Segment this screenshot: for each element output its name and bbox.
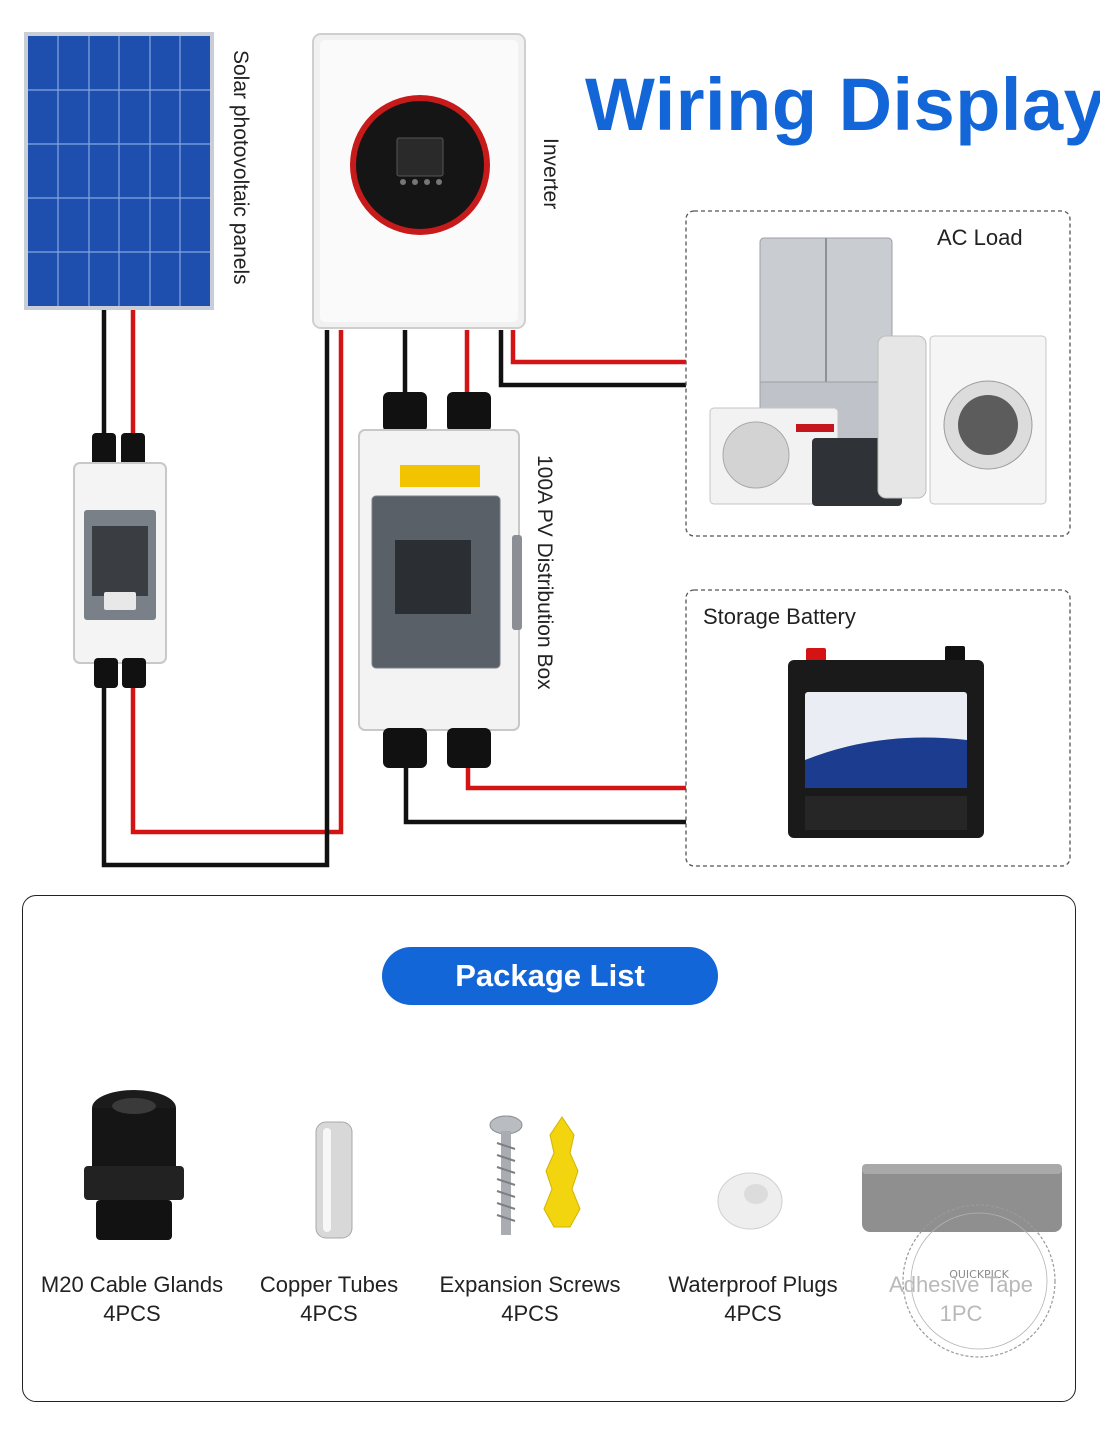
appliances-image xyxy=(709,237,1047,506)
wiring-diagram xyxy=(24,32,1071,868)
wire-breaker-black-to-inverter xyxy=(101,330,330,868)
item-qty: 4PCS xyxy=(501,1301,559,1326)
package-item-adhesive-tape: Adhesive Tape 1PC xyxy=(856,1270,1066,1328)
item-name: Waterproof Plugs xyxy=(668,1272,838,1297)
item-name: Copper Tubes xyxy=(259,1272,399,1297)
distribution-box-image xyxy=(358,392,522,768)
wire-breaker-red-to-inverter xyxy=(130,330,344,835)
item-qty: 4PCS xyxy=(724,1301,782,1326)
waterproof-plug-icon xyxy=(717,1172,783,1230)
battery-frame xyxy=(685,589,1071,867)
copper-tube-icon xyxy=(315,1121,353,1239)
package-list-heading: Package List xyxy=(382,947,718,1005)
solar-panels-label: Solar photovoltaic panels xyxy=(229,50,252,285)
package-list-panel xyxy=(22,895,1076,1402)
package-item-copper-tubes: Copper Tubes 4PCS xyxy=(224,1270,434,1328)
adhesive-tape-icon xyxy=(862,1164,1062,1232)
svg-text:QUICKPICK: QUICKPICK xyxy=(949,1268,1009,1281)
package-item-cable-glands: M20 Cable Glands 4PCS xyxy=(27,1270,237,1328)
item-qty: 1PC xyxy=(939,1301,983,1326)
wires xyxy=(101,310,686,868)
item-qty: 4PCS xyxy=(103,1301,161,1326)
watermark-stamp: QUICKPICK xyxy=(902,1204,1056,1358)
wire-inverter-red-to-load xyxy=(510,330,686,365)
package-item-expansion-screws: Expansion Screws 4PCS xyxy=(425,1270,635,1328)
ac-load-frame xyxy=(685,210,1071,537)
battery-image xyxy=(788,646,984,838)
dc-breaker-image xyxy=(73,433,167,688)
item-name: Adhesive Tape xyxy=(889,1272,1033,1297)
item-qty: 4PCS xyxy=(300,1301,358,1326)
package-item-waterproof-plugs: Waterproof Plugs 4PCS xyxy=(648,1270,858,1328)
solar-panel-image xyxy=(24,32,214,310)
wire-box-red-to-battery xyxy=(465,765,686,791)
item-name: M20 Cable Glands xyxy=(40,1272,224,1297)
wire-inverter-black-to-load xyxy=(498,330,686,388)
diagram-title: Wiring Display xyxy=(585,63,1100,146)
inverter-image xyxy=(312,33,526,329)
inverter-label: Inverter xyxy=(539,138,562,210)
ac-load-label: AC Load xyxy=(937,225,1023,250)
distribution-box-label: 100A PV Distribution Box xyxy=(533,455,556,690)
item-name: Expansion Screws xyxy=(439,1272,621,1297)
expansion-screw-icon xyxy=(489,1115,581,1235)
storage-battery-label: Storage Battery xyxy=(703,604,856,629)
cable-gland-icon xyxy=(84,1090,184,1240)
wire-box-black-to-battery xyxy=(403,765,686,825)
